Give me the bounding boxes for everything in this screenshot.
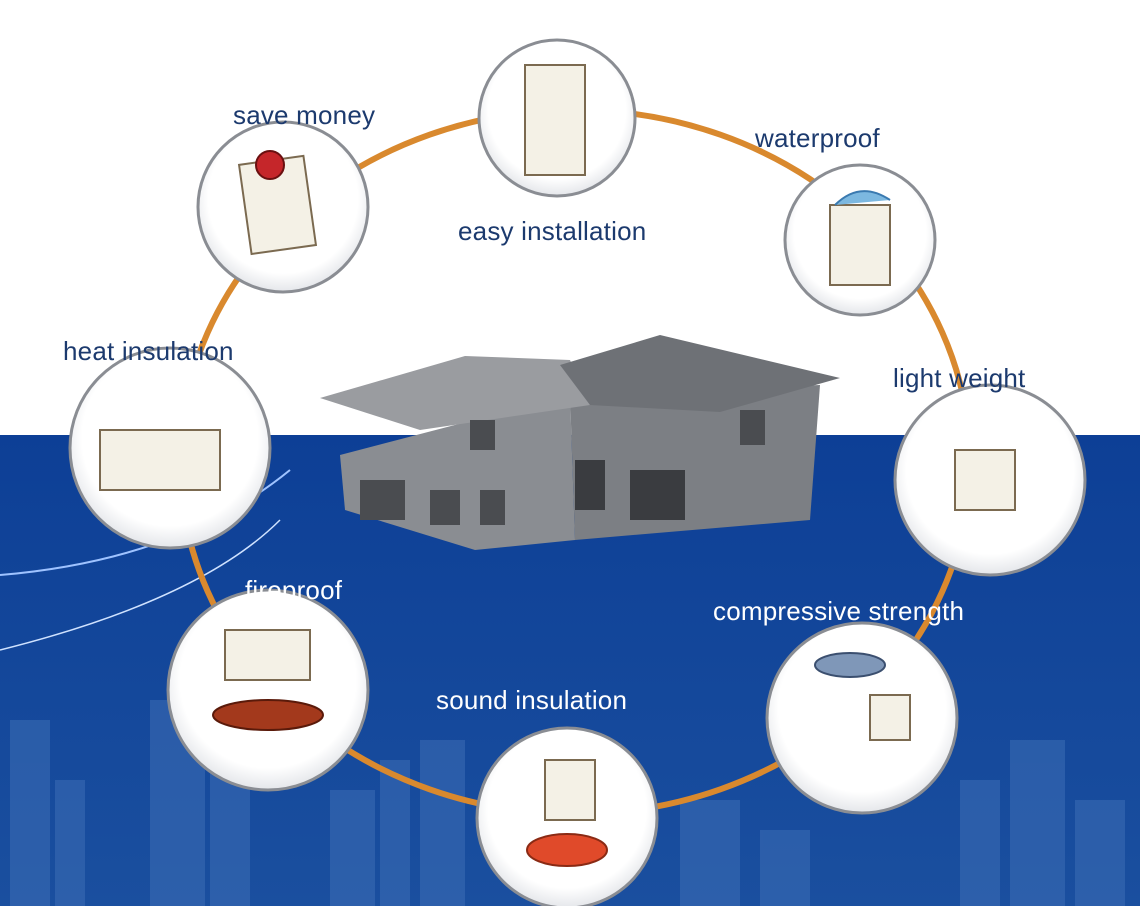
light-streak — [0, 519, 281, 651]
label-compressive-strength: compressive strength — [713, 596, 965, 626]
label-heat-insulation: heat insulation — [63, 336, 234, 366]
fireproof-circle — [166, 588, 370, 792]
label-light-weight: light weight — [893, 363, 1026, 393]
city-skyline — [10, 700, 1125, 906]
label-save-money: save money — [233, 100, 376, 130]
label-fireproof: fireproof — [245, 575, 343, 605]
label-easy-installation: easy installation — [458, 216, 647, 246]
compressive-strength-circle — [765, 621, 959, 815]
label-sound-insulation: sound insulation — [436, 685, 628, 715]
house-illustration — [320, 335, 840, 550]
panel-illustrations — [99, 64, 1016, 867]
label-waterproof: waterproof — [755, 123, 880, 153]
